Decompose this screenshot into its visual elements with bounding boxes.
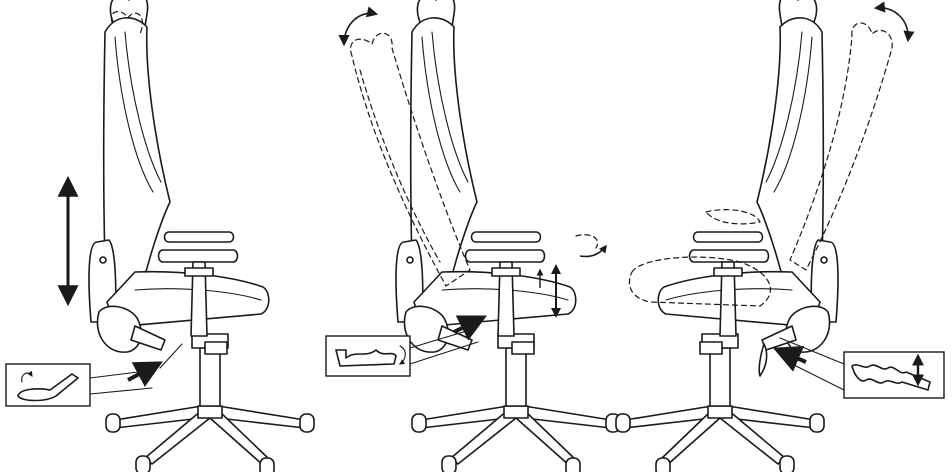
lever-pointer-arrow-icon: [453, 315, 488, 341]
panel-height-adjust: [5, 0, 315, 472]
armrest-swivel-arrow-icon: [579, 244, 607, 258]
lever-pointer-arrow-icon: [127, 361, 163, 387]
lever-handle-icon: [17, 373, 79, 402]
rotate-arrow-icon: [873, 1, 915, 43]
knob-lever-inset: [779, 337, 945, 399]
chair-profile-icon: [657, 0, 839, 355]
rocking-lever-icon: [335, 349, 397, 367]
chair-profile-icon: [395, 0, 577, 355]
knob-pointer-arrow-icon: [772, 345, 807, 372]
seat-tilted-outline: [628, 256, 771, 307]
panel-tilt-adjust: [615, 0, 945, 472]
panel-recline-adjust: [325, 0, 621, 472]
backrest-tilted-outline: [789, 22, 893, 271]
rotate-arrow-icon: [338, 6, 379, 47]
chair-profile-icon: [88, 0, 270, 355]
rocking-lever-inset: [325, 329, 479, 377]
lever-detail-inset: [5, 363, 153, 407]
headrest-raised-outline: [110, 11, 143, 35]
knob-lever-icon: [851, 364, 931, 391]
